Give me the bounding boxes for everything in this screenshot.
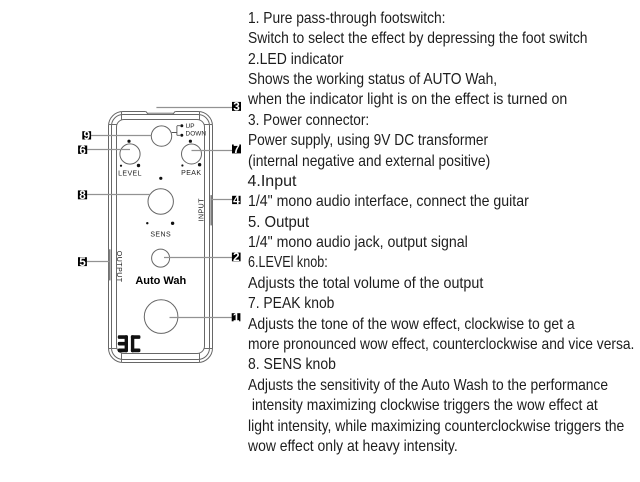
svg-text:PEAK: PEAK: [181, 170, 201, 177]
svg-text:Auto Wah: Auto Wah: [135, 275, 186, 287]
svg-text:INPUT: INPUT: [199, 198, 206, 222]
svg-text:UP: UP: [186, 123, 195, 130]
svg-text:7: 7: [233, 142, 240, 156]
svg-text:3: 3: [233, 100, 240, 114]
svg-text:8: 8: [79, 188, 86, 202]
svg-text:LEVEL: LEVEL: [118, 170, 142, 177]
svg-text:5: 5: [79, 255, 86, 269]
svg-text:2: 2: [233, 250, 240, 264]
svg-text:DOWN: DOWN: [186, 131, 207, 138]
svg-text:4: 4: [233, 193, 240, 207]
svg-text:6: 6: [79, 143, 86, 157]
svg-text:SENS: SENS: [150, 231, 171, 238]
svg-text:OUTPUT: OUTPUT: [115, 251, 122, 283]
svg-text:9: 9: [84, 129, 91, 143]
svg-text:1: 1: [233, 311, 240, 325]
